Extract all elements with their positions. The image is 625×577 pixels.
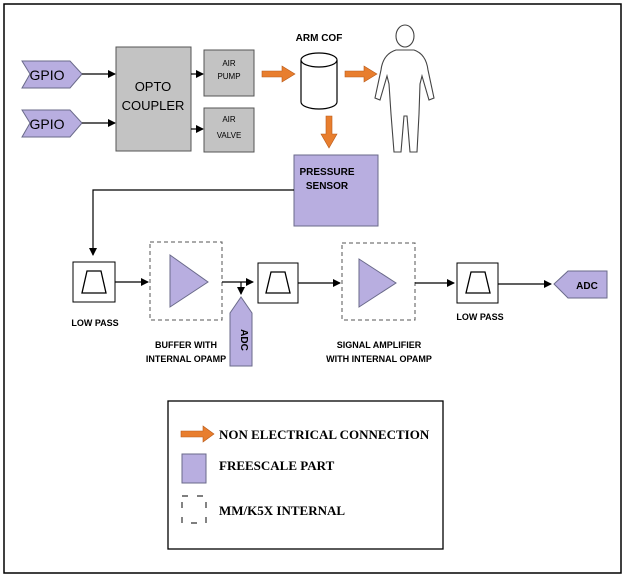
connector-sensor-lowpass1	[89, 189, 294, 256]
gpio-label: GPIO	[29, 67, 64, 83]
pressure-sensor-label-line1: PRESSURE	[299, 167, 354, 178]
adc-tag-vertical: ADC	[229, 296, 253, 367]
non-electrical-arrow-pump-cuff	[261, 65, 296, 83]
legend-internal-label: MM/K5X INTERNAL	[219, 503, 345, 518]
legend-orange-arrow-icon	[180, 425, 215, 443]
buffer-internal-opamp	[149, 241, 223, 321]
pressure-sensor-label-line2: SENSOR	[306, 181, 349, 192]
low-pass-filter-icon	[265, 271, 291, 294]
gpio-tag-shape	[21, 109, 83, 138]
buffer-label-line2: INTERNAL OPAMP	[146, 354, 226, 364]
air-pump-block: AIR PUMP	[203, 49, 255, 97]
arm-cuff-cylinder-icon	[300, 52, 338, 110]
signal-amp-label-line2: WITH INTERNAL OPAMP	[326, 354, 432, 364]
low-pass-1-label: LOW PASS	[71, 318, 118, 328]
legend-frame	[167, 400, 444, 550]
low-pass-2-label: LOW PASS	[456, 312, 503, 322]
gpio-input-2: GPIO	[21, 109, 83, 138]
internal-dashed-box	[341, 242, 416, 321]
non-electrical-arrow-cuff-person	[344, 65, 378, 83]
gpio-tag-shape	[21, 60, 83, 89]
legend: NON ELECTRICAL CONNECTION FREESCALE PART…	[167, 400, 444, 550]
cylinder-top	[300, 52, 338, 68]
air-pump-label-line2: PUMP	[217, 72, 240, 81]
low-pass-filter-icon	[465, 271, 491, 294]
gpio-label: GPIO	[29, 116, 64, 132]
outer-frame	[3, 3, 622, 574]
air-valve-label-line2: VALVE	[217, 131, 242, 140]
adc-tag-shape	[229, 296, 253, 367]
opto-coupler-box	[115, 46, 192, 152]
adc-tag-shape	[553, 270, 608, 299]
pressure-sensor-box	[293, 154, 379, 227]
figure-body	[374, 49, 435, 153]
non-electrical-arrow-cuff-sensor	[320, 115, 338, 149]
opamp-triangle-icon	[358, 258, 397, 308]
legend-internal-dashed-swatch	[181, 495, 207, 524]
buffer-label-line1: BUFFER WITH	[155, 340, 217, 350]
opto-coupler-label-line2: COUPLER	[122, 98, 185, 113]
air-valve-block: AIR VALVE	[203, 107, 255, 153]
human-figure-icon	[374, 24, 435, 153]
adc-output-label: ADC	[576, 281, 598, 292]
filter-middle	[257, 262, 299, 304]
low-pass-filter-2	[456, 262, 499, 304]
gpio-input-1: GPIO	[21, 60, 83, 89]
low-pass-filter-icon	[81, 270, 107, 294]
legend-freescale-swatch	[181, 453, 207, 484]
figure-head	[395, 24, 415, 48]
internal-dashed-box	[149, 241, 223, 321]
legend-non-electrical-label: NON ELECTRICAL CONNECTION	[219, 427, 430, 442]
opto-coupler-block: OPTO COUPLER	[115, 46, 192, 152]
arm-cof-label: ARM COF	[296, 33, 343, 44]
signal-amplifier-internal-opamp	[341, 242, 416, 321]
air-valve-label-line1: AIR	[222, 115, 236, 124]
opamp-triangle-icon	[169, 254, 209, 308]
cylinder-body	[300, 60, 338, 110]
air-valve-box	[203, 107, 255, 153]
opto-coupler-label-line1: OPTO	[135, 79, 172, 94]
legend-freescale-label: FREESCALE PART	[219, 458, 335, 473]
air-pump-box	[203, 49, 255, 97]
adc-output-tag: ADC	[553, 270, 608, 299]
signal-amp-label-line1: SIGNAL AMPLIFIER	[337, 340, 422, 350]
low-pass-filter-1	[72, 261, 116, 303]
pressure-sensor-block: PRESSURE SENSOR	[293, 154, 379, 227]
adc-vertical-label: ADC	[238, 329, 249, 351]
air-pump-label-line1: AIR	[222, 59, 236, 68]
